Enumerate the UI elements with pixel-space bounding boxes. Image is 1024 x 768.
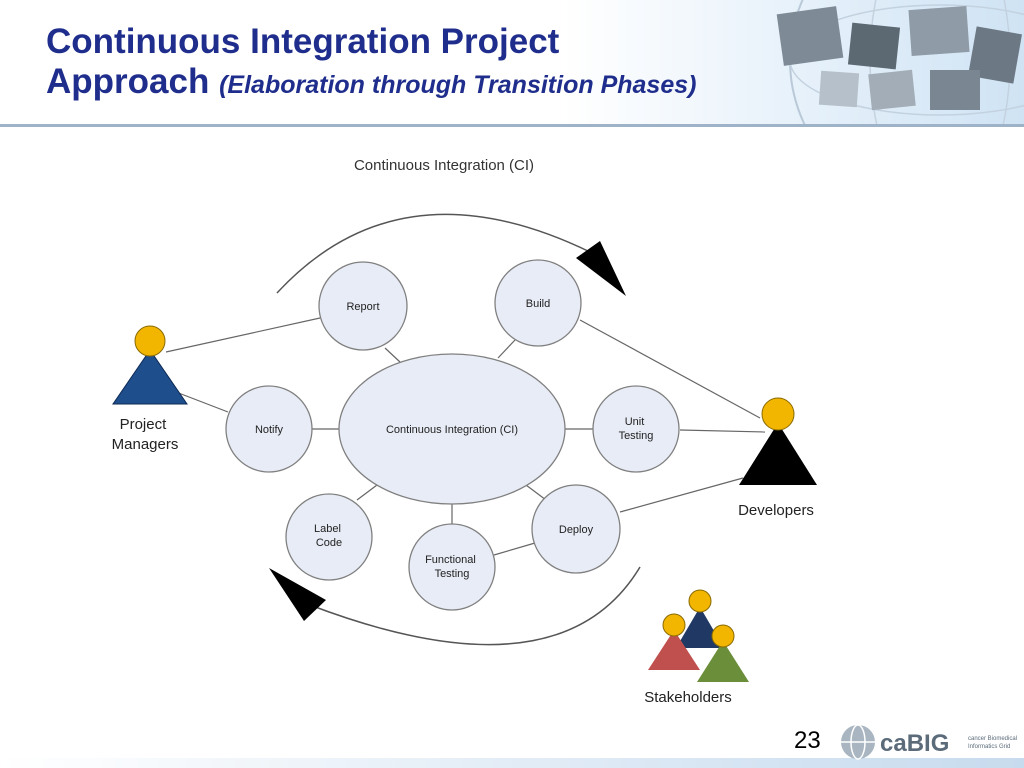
- cabig-logo: caBIG cancer Biomedical Informatics Grid: [838, 722, 1018, 762]
- connector-functional-deploy: [494, 543, 535, 555]
- actor-developers: Developers: [738, 398, 817, 519]
- cabig-brand: caBIG: [880, 730, 949, 757]
- developers-head-icon: [762, 398, 794, 430]
- connector-label-center: [357, 485, 377, 500]
- cabig-tagline-1: cancer Biomedical: [968, 736, 1017, 742]
- project-managers-line-1: Project: [120, 416, 168, 433]
- node-functional-testing-line-1: Functional: [425, 554, 476, 566]
- node-notify-line-1: Notify: [255, 424, 284, 436]
- connector-deploy-dev: [620, 478, 743, 512]
- actor-project-managers: Project Managers: [112, 326, 187, 453]
- node-unit-testing-line-1: Unit: [625, 416, 645, 428]
- node-label-code-line-1: Label: [314, 523, 341, 535]
- node-label-code: Label Code: [286, 494, 372, 580]
- project-managers-body-icon: [113, 350, 187, 404]
- page-number: 23: [794, 727, 821, 755]
- connector-report-center: [385, 348, 400, 362]
- node-functional-testing-line-2: Testing: [435, 568, 470, 580]
- cabig-tagline-2: Informatics Grid: [968, 744, 1010, 750]
- actor-stakeholders: Stakeholders: [644, 590, 749, 706]
- center-label: Continuous Integration (CI): [386, 424, 518, 436]
- node-functional-testing-circle: [409, 524, 495, 610]
- node-deploy-line-1: Deploy: [559, 524, 594, 536]
- stakeholders-label: Stakeholders: [644, 689, 732, 706]
- developers-label: Developers: [738, 502, 814, 519]
- developers-body-icon: [739, 423, 817, 485]
- node-unit-testing-circle: [593, 386, 679, 472]
- diagram-heading: Continuous Integration (CI): [354, 157, 534, 174]
- node-deploy-label: Deploy: [559, 524, 594, 536]
- node-build: Build: [495, 260, 581, 346]
- stakeholder-navy-head-icon: [689, 590, 711, 612]
- node-unit-testing-line-2: Testing: [619, 430, 654, 442]
- node-report-label: Report: [346, 301, 379, 313]
- connector-deploy-center: [526, 485, 546, 500]
- node-report-line-1: Report: [346, 301, 379, 313]
- stakeholder-red-head-icon: [663, 614, 685, 636]
- node-report: Report: [319, 262, 407, 350]
- node-label-code-line-2: Code: [316, 537, 342, 549]
- project-managers-line-2: Managers: [112, 436, 179, 453]
- center-node: Continuous Integration (CI): [339, 354, 565, 504]
- project-managers-head-icon: [135, 326, 165, 356]
- node-notify-label: Notify: [255, 424, 284, 436]
- node-build-label: Build: [526, 298, 550, 310]
- stakeholder-green-head-icon: [712, 625, 734, 647]
- connector-unit-dev: [680, 430, 765, 432]
- node-build-line-1: Build: [526, 298, 550, 310]
- project-managers-label: Project Managers: [112, 416, 179, 453]
- connector-build-center: [498, 340, 515, 358]
- node-unit-testing: Unit Testing: [593, 386, 679, 472]
- connector-pm-report: [166, 318, 320, 352]
- node-deploy: Deploy: [532, 485, 620, 573]
- node-notify: Notify: [226, 386, 312, 472]
- node-functional-testing: Functional Testing: [409, 524, 495, 610]
